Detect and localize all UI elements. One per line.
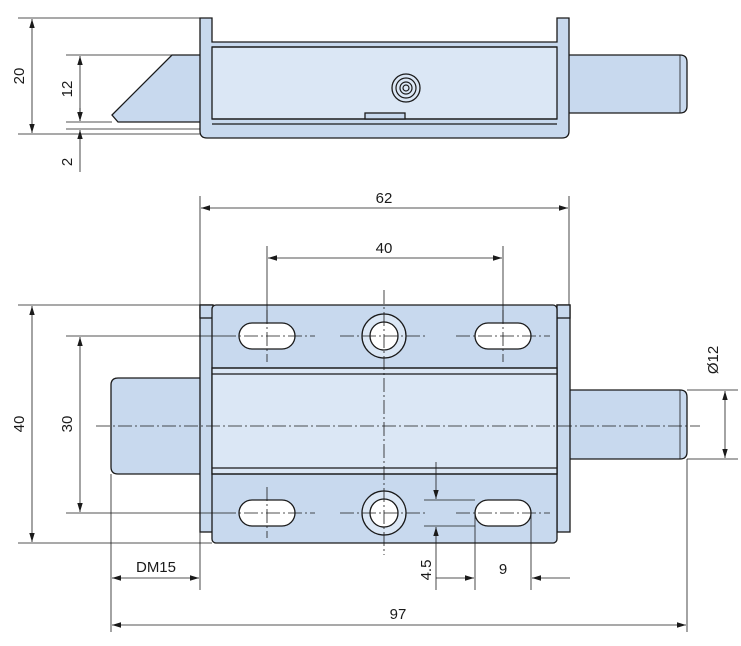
dim-hole-pitch-30: 30 (59, 416, 76, 433)
front-left-flange-top (199, 304, 214, 319)
dim-body-width-62: 62 (376, 190, 393, 207)
dim-side-height-12: 12 (59, 81, 76, 98)
front-left-flange (199, 304, 214, 533)
dim-side-height-20: 20 (11, 68, 28, 85)
front-left-pin (110, 377, 203, 475)
dim-slot-width-4-5: 4.5 (418, 560, 435, 581)
dim-overall-length-97: 97 (390, 606, 407, 623)
dim-slot-pitch-40: 40 (376, 240, 393, 257)
front-bolt-channel (211, 367, 558, 475)
side-latch-tongue (111, 54, 207, 123)
front-view: 62 40 40 30 Ø12 DM15 4.5 (11, 190, 738, 632)
front-right-flange (556, 304, 571, 533)
side-right-pin (564, 54, 688, 114)
side-tab (364, 112, 406, 120)
dim-total-height-40: 40 (11, 416, 28, 433)
dim-slot-length-9: 9 (499, 561, 507, 578)
front-right-flange-top (556, 304, 571, 319)
side-screw-icon (391, 73, 421, 103)
side-inner-body (211, 46, 558, 120)
dim-stroke-dm15: DM15 (136, 559, 176, 576)
front-right-pin (564, 389, 688, 460)
side-view: 20 12 2 (11, 17, 688, 172)
dim-pin-diameter: Ø12 (705, 346, 722, 374)
dim-side-base-2: 2 (59, 158, 76, 166)
